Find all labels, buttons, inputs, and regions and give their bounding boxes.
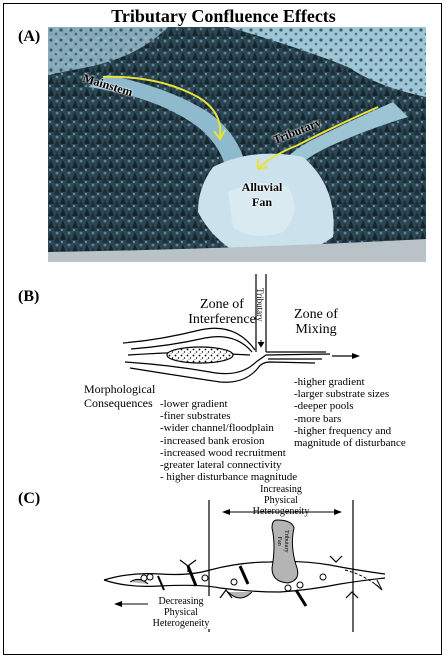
list-item: -more bars (294, 412, 342, 425)
zone-interference-line2: Interference (188, 312, 256, 327)
wood-log (238, 565, 250, 585)
list-item: -increased bank erosion (160, 434, 265, 447)
decreasing-line3: Heterogeneity (152, 618, 210, 629)
list-item: -wider channel/floodplain (160, 422, 274, 435)
interference-consequences-list: -lower gradient -finer substrates -wider… (160, 398, 297, 483)
decreasing-line2: Physical (164, 607, 198, 618)
list-item: - higher disturbance magnitude (160, 471, 298, 484)
tributary-fan-label: Tributary Fan (275, 530, 289, 552)
wood-log (294, 589, 308, 607)
alluvial-fan-line2: Fan (251, 195, 272, 209)
decreasing-line1: Decreasing (158, 596, 204, 607)
zone-mixing-label: Zone of Mixing (286, 307, 346, 337)
zone-interference-line1: Zone of (200, 297, 244, 312)
fan-label-line2: Fan (276, 536, 282, 546)
figure-frame (3, 3, 442, 655)
increasing-line1: Increasing (260, 484, 302, 495)
morph-line2: Consequences (84, 396, 153, 410)
mixing-consequences-list: -higher gradient -larger substrate sizes… (294, 376, 406, 449)
alluvial-fan-line1: Alluvial (241, 180, 283, 194)
panel-a-label: (A) (18, 28, 41, 45)
aerial-photo-graphic (48, 27, 426, 262)
morph-line1: Morphological (84, 382, 156, 396)
list-item: -larger substrate sizes (294, 388, 390, 401)
tributary-fan-shape (271, 519, 299, 584)
zone-mixing-line2: Mixing (295, 322, 337, 337)
figure-title: Tributary Confluence Effects (111, 6, 336, 26)
gravel-bar (166, 346, 234, 364)
decreasing-heterogeneity-label: Decreasing Physical Heterogeneity (148, 596, 214, 629)
increasing-line3: Heterogeneity (252, 506, 310, 517)
mainstem-bank-upper (122, 327, 256, 351)
wood-log (186, 565, 198, 587)
list-item: magnitude of disturbance (294, 437, 406, 450)
mainstem-bank-lower (124, 353, 331, 375)
list-item: -greater lateral connectivity (160, 459, 282, 472)
list-item: -deeper pools (294, 400, 354, 413)
list-item: -higher frequency and (294, 424, 392, 437)
list-item: -higher gradient (294, 376, 365, 388)
aerial-photo (48, 27, 426, 262)
channel-bank-upper (103, 560, 386, 581)
zone-mixing-line1: Zone of (294, 307, 338, 322)
fan-label-line1: Tributary (283, 530, 289, 553)
increasing-line2: Physical (264, 495, 298, 506)
increasing-heterogeneity-label: Increasing Physical Heterogeneity (248, 484, 314, 517)
alluvial-fan-label: Alluvial Fan (232, 180, 292, 210)
list-item: -increased wood recruitment (160, 446, 286, 459)
list-item: -lower gradient (160, 398, 228, 410)
morphological-consequences-label: Morphological Consequences (84, 382, 155, 410)
channel-bank-lower (103, 577, 386, 593)
zone-interference-label: Zone of Interference (182, 297, 262, 327)
list-item: -finer substrates (160, 410, 231, 423)
panel-b-label: (B) (18, 288, 40, 305)
panel-c-label: (C) (18, 490, 41, 507)
